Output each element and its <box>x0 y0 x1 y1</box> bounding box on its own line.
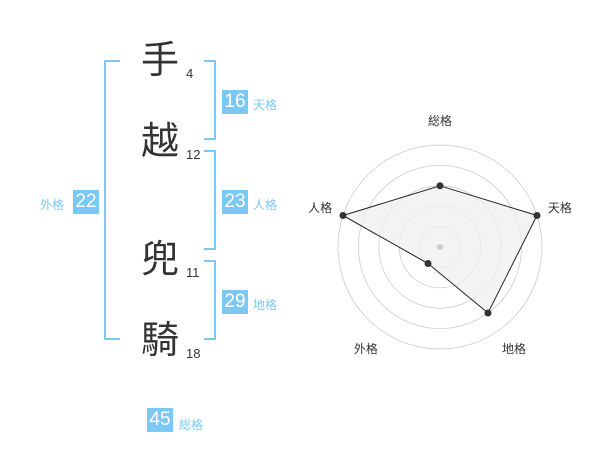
radar-point-4 <box>424 260 432 268</box>
chi-label: 地格 <box>253 298 278 312</box>
stroke-count-2: 12 <box>186 147 201 162</box>
radar-axis-label: 人格 <box>308 200 332 215</box>
name-char-4: 騎 <box>140 318 179 362</box>
stroke-count-1: 4 <box>186 66 194 81</box>
ten-value: 16 <box>222 90 248 114</box>
gai-label: 外格 <box>40 198 65 212</box>
jin-label: 人格 <box>253 198 278 212</box>
name-char-2: 越 <box>140 119 179 163</box>
radar-point-3 <box>484 309 492 317</box>
radar-axis-label: 外格 <box>354 341 378 356</box>
gai-value: 22 <box>73 190 99 214</box>
gai-bracket <box>104 60 120 340</box>
radar-axis-label: 総格 <box>428 113 452 128</box>
radar-center-dot <box>437 244 443 250</box>
chi-bracket <box>204 260 216 340</box>
name-char-3: 兜 <box>140 237 179 281</box>
stroke-count-4: 18 <box>186 346 201 361</box>
ten-label: 天格 <box>253 98 278 112</box>
radar-point-1 <box>436 182 444 190</box>
jin-value: 23 <box>222 190 248 214</box>
radar-ring-5 <box>337 144 543 350</box>
name-char-1: 手 <box>140 38 179 82</box>
total-value: 45 <box>147 408 173 432</box>
radar-point-2 <box>533 211 541 219</box>
stroke-count-3: 11 <box>186 265 200 280</box>
jin-bracket <box>204 150 216 250</box>
chi-value: 29 <box>222 290 248 314</box>
radar-point-5 <box>339 211 347 219</box>
radar-points <box>339 182 541 317</box>
radar-axis-label: 地格 <box>502 341 526 356</box>
total-label: 総格 <box>179 418 204 432</box>
radar-axis-label: 天格 <box>548 200 572 215</box>
ten-bracket <box>204 60 216 140</box>
